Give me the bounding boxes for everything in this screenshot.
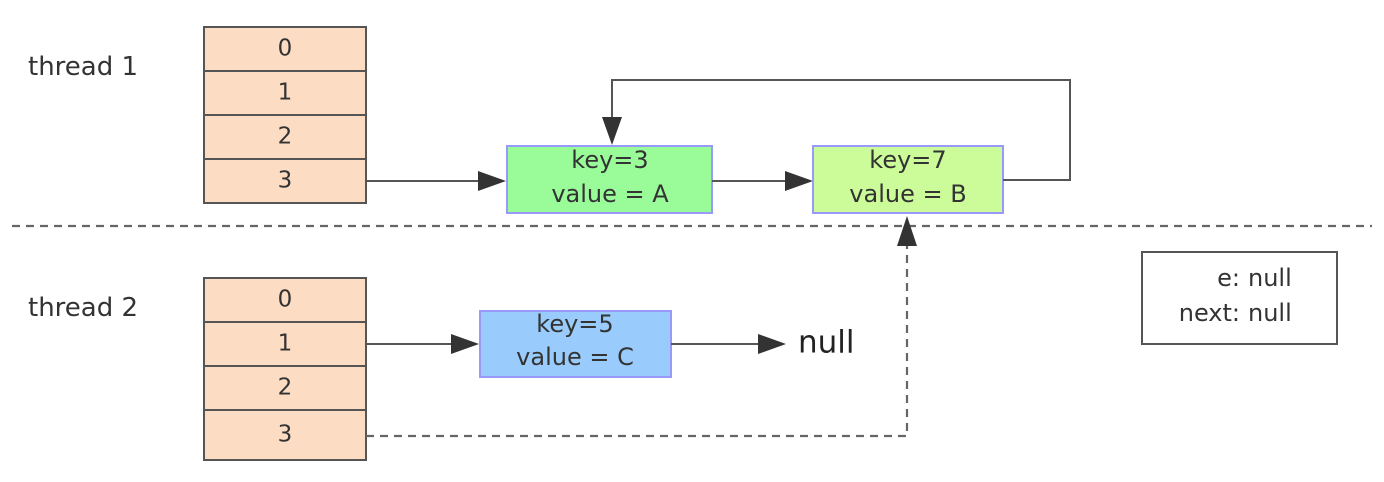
variable-state-box — [1141, 251, 1338, 345]
thread-2-bucket-1-arrowhead — [451, 334, 479, 354]
thread-2-node-key-5-value: value = C — [516, 343, 634, 371]
thread-1-node-key-3-value: value = A — [551, 180, 669, 208]
thread-1-bucket-3-arrowhead — [478, 171, 506, 191]
thread-2-bucket-0 — [203, 277, 367, 323]
null-terminator: null — [798, 325, 855, 361]
thread-1-bucket-index-0: 0 — [278, 36, 293, 62]
state-e-value: null — [1248, 264, 1292, 292]
thread-1-node-key-7-value: value = B — [849, 180, 966, 208]
thread-2-bucket-index-2: 2 — [278, 375, 293, 401]
node-b-to-node-a-loop-arrowhead — [602, 117, 622, 145]
state-next-value: null — [1248, 299, 1292, 327]
thread-2-bucket-index-0: 0 — [278, 287, 293, 313]
state-e-label: e: — [1217, 264, 1240, 292]
thread-2-bucket-3-dashed-arrowhead — [897, 216, 917, 246]
thread-2-bucket-table: 0 1 2 3 — [203, 277, 367, 461]
state-next-label: next: — [1179, 299, 1240, 327]
thread-2-bucket-index-1: 1 — [278, 331, 293, 357]
thread-1-bucket-table: 0 1 2 3 — [203, 26, 367, 204]
thread-1-node-key-7 — [812, 145, 1004, 214]
node-a-to-node-b-arrowhead — [785, 171, 813, 191]
thread-1-bucket-1 — [203, 70, 367, 116]
node-c-to-null-arrowhead — [758, 334, 786, 354]
thread-2-node-key-5-key: key=5 — [536, 310, 613, 338]
thread-1-bucket-0 — [203, 26, 367, 72]
thread-2-label: thread 2 — [28, 293, 138, 323]
thread-2-bucket-index-3: 3 — [278, 422, 293, 448]
thread-1-bucket-index-3: 3 — [278, 168, 293, 194]
node-b-to-node-a-loop-arrow — [611, 79, 1071, 181]
thread-2-node-key-5 — [479, 310, 672, 378]
thread-1-node-key-7-key: key=7 — [869, 146, 946, 174]
thread-2-bucket-1 — [203, 321, 367, 367]
thread-1-node-key-3-key: key=3 — [571, 146, 648, 174]
thread-1-node-key-3 — [506, 145, 713, 214]
thread-1-bucket-index-1: 1 — [278, 80, 293, 106]
thread-2-bucket-3 — [203, 409, 367, 461]
thread-1-bucket-index-2: 2 — [278, 124, 293, 150]
thread-1-label: thread 1 — [28, 52, 138, 82]
thread-2-bucket-2 — [203, 365, 367, 411]
